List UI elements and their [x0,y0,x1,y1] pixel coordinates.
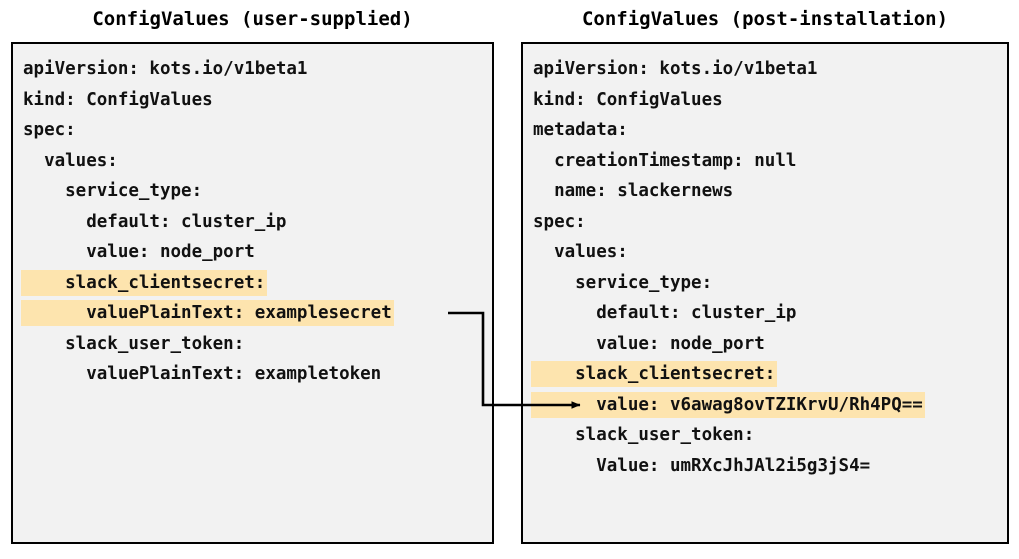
code-line: values: [23,146,492,177]
code-line-text: valuePlainText: exampletoken [23,364,382,384]
code-line: apiVersion: kots.io/v1beta1 [533,54,1007,85]
code-line: service_type: [533,268,1007,299]
code-line: name: slackernews [533,176,1007,207]
code-line: valuePlainText: examplesecret [23,298,492,329]
code-line-text: values: [533,242,628,262]
code-line-text: apiVersion: kots.io/v1beta1 [533,59,818,79]
code-line: metadata: [533,115,1007,146]
code-line: default: cluster_ip [23,207,492,238]
code-lines-user-supplied: apiVersion: kots.io/v1beta1 kind: ConfigV… [23,54,492,390]
code-line-text: slack_user_token: [23,333,245,354]
code-line: slack_clientsecret: [23,268,492,299]
code-line: slack_user_token: [533,420,1007,451]
code-line: values: [533,237,1007,268]
code-line: kind: ConfigValues [23,85,492,116]
code-line: value: v6awag8ovTZIKrvU/Rh4PQ== [533,390,1007,421]
code-line: kind: ConfigValues [533,85,1007,116]
code-line-text: service_type: [23,181,203,201]
code-line: slack_clientsecret: [533,359,1007,390]
code-line: service_type: [23,176,492,207]
code-line: apiVersion: kots.io/v1beta1 [23,54,492,85]
code-line-text: apiVersion: kots.io/v1beta1 [23,59,308,79]
code-line-text: spec: [23,120,76,140]
code-lines-post-installation: apiVersion: kots.io/v1beta1 kind: ConfigV… [533,54,1007,481]
code-line-text: value: node_port [533,333,765,354]
code-line-text: values: [23,150,118,171]
code-line: Value: umRXcJhJAl2i5g3jS4= [533,451,1007,482]
panel-title-user-supplied: ConfigValues (user-supplied) [92,8,413,30]
code-line-text: slack_clientsecret: [533,363,776,385]
code-panel-post-installation: apiVersion: kots.io/v1beta1 kind: ConfigV… [521,42,1009,544]
code-line-text: kind: ConfigValues [23,89,213,110]
code-line-text: valuePlainText: examplesecret [23,302,392,324]
code-line: valuePlainText: exampletoken [23,359,492,390]
code-line-text: creationTimestamp: null [533,150,797,171]
code-line-text: value: node_port [23,242,255,262]
code-line-text: spec: [533,211,586,232]
panel-title-post-installation: ConfigValues (post-installation) [581,8,949,30]
code-line-text: default: cluster_ip [23,211,287,232]
code-line: spec: [533,207,1007,238]
code-line: spec: [23,115,492,146]
code-line-text: metadata: [533,120,628,140]
code-line-text: default: cluster_ip [533,303,797,323]
code-line-text: slack_user_token: [533,425,755,445]
code-line: default: cluster_ip [533,298,1007,329]
code-line-text: Value: umRXcJhJAl2i5g3jS4= [533,455,871,476]
code-line-text: kind: ConfigValues [533,89,723,110]
code-line: value: node_port [533,329,1007,360]
code-panel-user-supplied: apiVersion: kots.io/v1beta1 kind: ConfigV… [11,42,494,544]
code-line: value: node_port [23,237,492,268]
code-line-text: slack_clientsecret: [23,271,266,294]
code-line: slack_user_token: [23,329,492,360]
code-line-text: name: slackernews [533,181,734,201]
code-line-text: value: v6awag8ovTZIKrvU/Rh4PQ== [533,393,923,416]
code-line: creationTimestamp: null [533,146,1007,177]
code-line-text: service_type: [533,272,713,293]
